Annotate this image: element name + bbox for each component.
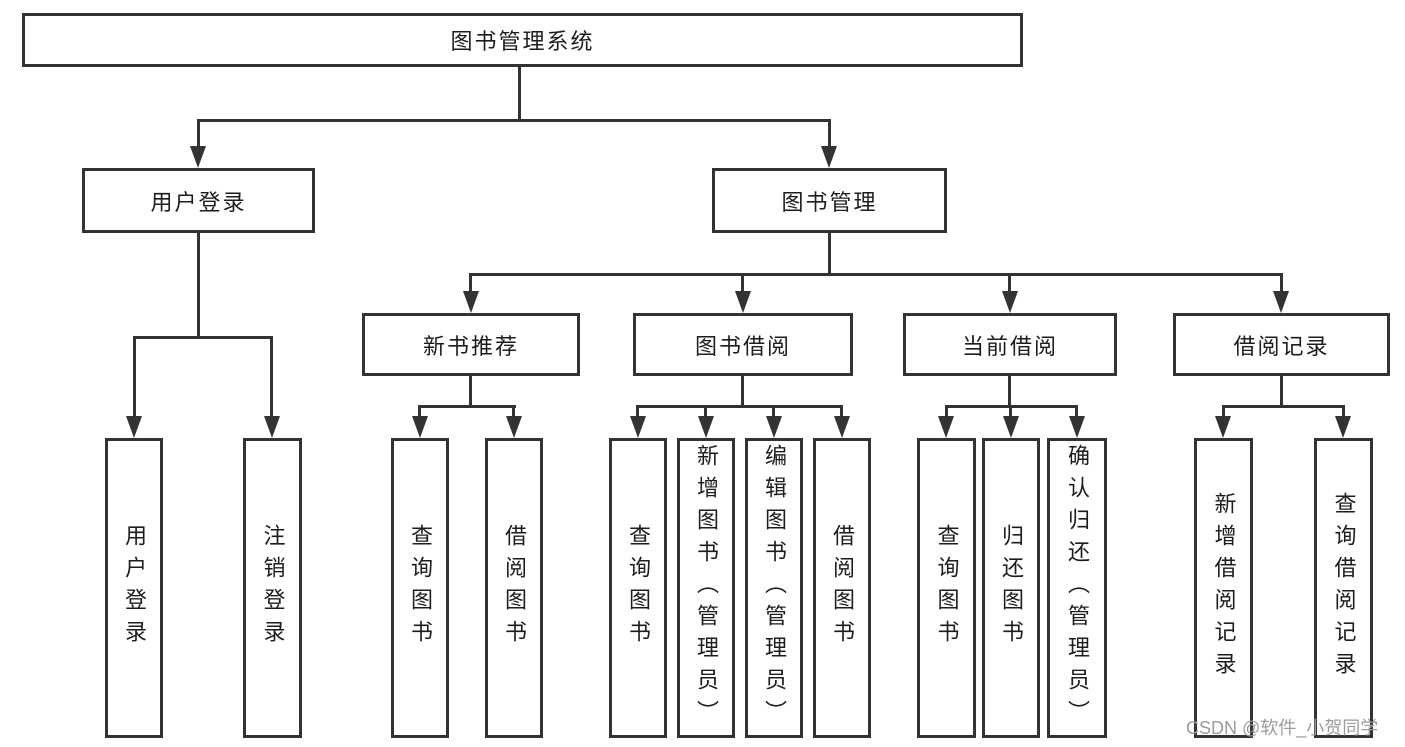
csdn-watermark: CSDN @软件_小贺同学 bbox=[1186, 718, 1379, 738]
leaf-borrow-books-recommend: 借阅图书 bbox=[485, 438, 543, 738]
connector-line bbox=[636, 405, 843, 408]
connector-line bbox=[418, 405, 421, 418]
arrow-down-icon bbox=[766, 416, 782, 438]
arrow-down-icon bbox=[735, 291, 751, 313]
arrow-down-icon bbox=[630, 416, 646, 438]
connector-line bbox=[469, 273, 472, 295]
leaf-label: 注销登录 bbox=[260, 524, 286, 652]
connector-line bbox=[512, 405, 515, 418]
connector-line bbox=[704, 405, 707, 418]
leaf-label: 新增图书（管理员） bbox=[694, 444, 719, 732]
leaf-edit-book-admin: 编辑图书（管理员） bbox=[745, 438, 803, 738]
leaf-label: 查询图书 bbox=[934, 524, 960, 652]
connector-line bbox=[418, 405, 516, 408]
arrow-down-icon bbox=[1273, 291, 1289, 313]
connector-line bbox=[1008, 273, 1011, 295]
connector-line bbox=[469, 273, 1283, 276]
node-borrow-records: 借阅记录 bbox=[1173, 313, 1390, 376]
arrow-down-icon bbox=[1002, 291, 1018, 313]
node-label: 图书借阅 bbox=[694, 333, 791, 359]
arrow-down-icon bbox=[821, 146, 837, 168]
node-new-book-recommend: 新书推荐 bbox=[362, 313, 580, 376]
connector-line bbox=[1008, 376, 1011, 407]
arrow-down-icon bbox=[1215, 416, 1231, 438]
connector-line bbox=[1075, 405, 1078, 418]
node-current-borrow: 当前借阅 bbox=[903, 313, 1117, 376]
leaf-label: 查询图书 bbox=[626, 524, 651, 652]
leaf-add-book-admin: 新增图书（管理员） bbox=[677, 438, 735, 738]
node-label: 用户登录 bbox=[150, 189, 247, 215]
leaf-query-borrow-record: 查询借阅记录 bbox=[1314, 438, 1373, 738]
leaf-add-borrow-record: 新增借阅记录 bbox=[1194, 438, 1253, 738]
arrow-down-icon bbox=[834, 416, 850, 438]
leaf-label: 新增借阅记录 bbox=[1211, 492, 1237, 684]
leaf-label: 归还图书 bbox=[999, 524, 1024, 652]
connector-line bbox=[945, 405, 948, 418]
connector-line bbox=[741, 273, 744, 295]
arrow-down-icon bbox=[506, 416, 522, 438]
node-user-login: 用户登录 bbox=[82, 168, 315, 233]
connector-line bbox=[1280, 376, 1283, 407]
node-book-management: 图书管理 bbox=[712, 168, 947, 233]
arrow-down-icon bbox=[1069, 416, 1085, 438]
connector-line bbox=[1222, 405, 1225, 418]
leaf-label: 编辑图书（管理员） bbox=[762, 444, 787, 732]
leaf-query-books-borrow: 查询图书 bbox=[609, 438, 667, 738]
node-label: 当前借阅 bbox=[961, 333, 1058, 359]
arrow-down-icon bbox=[1335, 416, 1351, 438]
leaf-label: 确认归还（管理员） bbox=[1065, 444, 1090, 732]
node-label: 图书管理 bbox=[781, 189, 878, 215]
leaf-confirm-return-admin: 确认归还（管理员） bbox=[1047, 438, 1107, 738]
arrow-down-icon bbox=[264, 416, 280, 438]
connector-line bbox=[828, 119, 831, 150]
arrow-down-icon bbox=[938, 416, 954, 438]
leaf-query-books-current: 查询图书 bbox=[917, 438, 976, 738]
connector-line bbox=[1280, 273, 1283, 295]
arrow-down-icon bbox=[698, 416, 714, 438]
connector-line bbox=[840, 405, 843, 418]
arrow-down-icon bbox=[463, 291, 479, 313]
arrow-down-icon bbox=[126, 416, 142, 438]
connector-line bbox=[270, 336, 273, 420]
connector-line bbox=[133, 336, 273, 339]
node-book-borrow: 图书借阅 bbox=[633, 313, 853, 376]
arrow-down-icon bbox=[190, 146, 206, 168]
connector-line bbox=[1222, 405, 1345, 408]
connector-line bbox=[133, 336, 136, 420]
leaf-borrow-books-2: 借阅图书 bbox=[813, 438, 871, 738]
leaf-label: 用户登录 bbox=[122, 524, 147, 652]
connector-line bbox=[1009, 405, 1012, 418]
leaf-return-book: 归还图书 bbox=[982, 438, 1040, 738]
leaf-label: 借阅图书 bbox=[502, 524, 527, 652]
node-label: 图书管理系统 bbox=[450, 29, 595, 54]
connector-line bbox=[197, 119, 831, 122]
leaf-label: 查询借阅记录 bbox=[1331, 492, 1357, 684]
leaf-logout: 注销登录 bbox=[243, 438, 302, 738]
connector-line bbox=[469, 376, 472, 407]
connector-line bbox=[741, 376, 744, 407]
arrow-down-icon bbox=[412, 416, 428, 438]
connector-line bbox=[197, 119, 200, 150]
leaf-label: 查询图书 bbox=[408, 524, 433, 652]
node-root: 图书管理系统 bbox=[22, 13, 1023, 67]
connector-line bbox=[828, 233, 831, 275]
connector-line bbox=[197, 233, 200, 338]
connector-line bbox=[1342, 405, 1345, 418]
node-label: 借阅记录 bbox=[1233, 333, 1330, 359]
leaf-label: 借阅图书 bbox=[830, 524, 855, 652]
leaf-user-login: 用户登录 bbox=[105, 438, 163, 738]
arrow-down-icon bbox=[1003, 416, 1019, 438]
connector-line bbox=[518, 67, 521, 122]
connector-line bbox=[772, 405, 775, 418]
node-label: 新书推荐 bbox=[422, 333, 519, 359]
connector-line bbox=[636, 405, 639, 418]
leaf-query-books-recommend: 查询图书 bbox=[391, 438, 449, 738]
